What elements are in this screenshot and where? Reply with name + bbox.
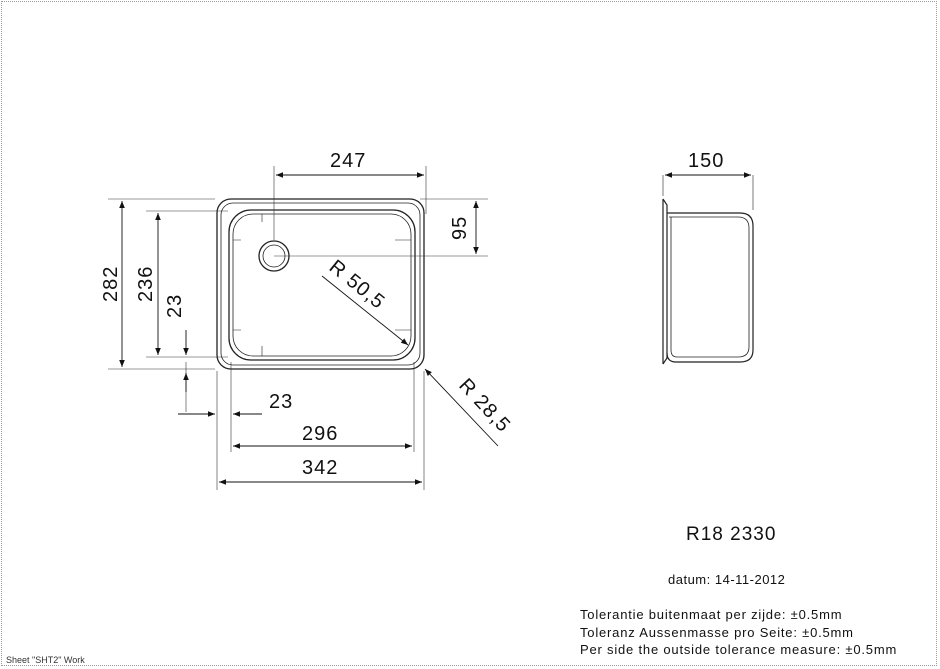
tolerance-line-nl: Tolerantie buitenmaat per zijde: ±0.5mm (580, 607, 843, 622)
tolerance-line-en: Per side the outside tolerance measure: … (580, 642, 898, 657)
drawing-date: datum: 14-11-2012 (668, 572, 786, 587)
label-342: 342 (302, 457, 338, 479)
dimension-lines (119, 172, 499, 485)
leader-r-28-5 (424, 368, 499, 447)
label-95: 95 (449, 216, 471, 240)
label-r-28-5: R 28,5 (454, 374, 514, 436)
label-247: 247 (330, 150, 366, 172)
label-23-bottom: 23 (269, 391, 293, 413)
label-r-50-5: R 50,5 (325, 256, 389, 314)
label-23-left: 23 (164, 294, 186, 318)
label-150: 150 (688, 150, 724, 172)
label-296: 296 (302, 423, 338, 445)
label-236: 236 (135, 266, 157, 302)
sheet-label: Sheet "SHT2" Work (6, 655, 85, 665)
sink-side-view (662, 175, 754, 365)
tolerance-line-de: Toleranz Aussenmasse pro Seite: ±0.5mm (580, 625, 854, 640)
leader-r-50-5 (321, 275, 409, 346)
product-code: R18 2330 (686, 524, 777, 545)
label-282: 282 (100, 266, 122, 302)
extension-lines (108, 166, 488, 490)
sink-top-view (216, 198, 425, 370)
